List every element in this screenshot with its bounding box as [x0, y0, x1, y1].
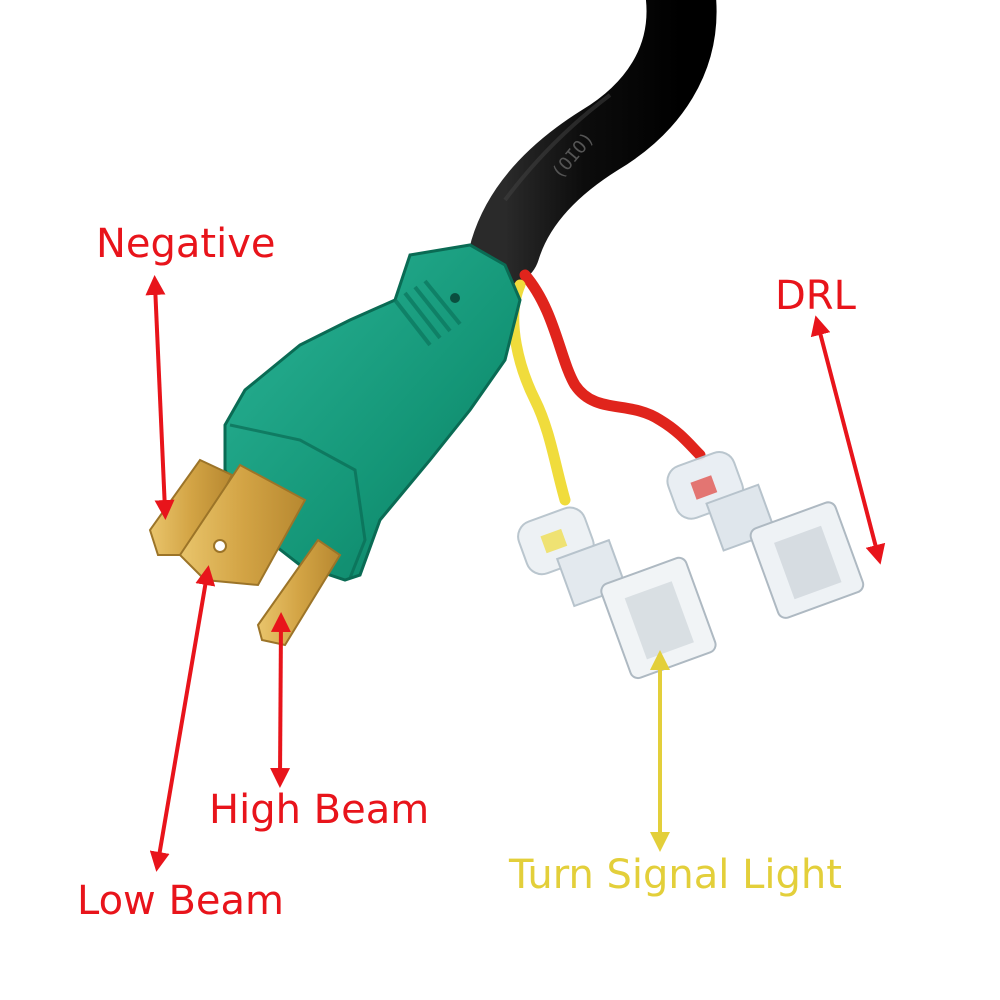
drl-arrow [810, 315, 886, 565]
low-beam-label: Low Beam [77, 878, 285, 924]
red-wire [519, 269, 706, 461]
high-beam-arrow [270, 612, 291, 788]
insulated-connector-turn-signal [517, 506, 717, 680]
high-beam-label: High Beam [209, 787, 430, 833]
low-beam-arrow [149, 565, 216, 872]
negative-arrow [145, 275, 175, 520]
turn-signal-label: Turn Signal Light [509, 852, 842, 898]
black-cable: (OIO) [470, 0, 717, 285]
blade-terminal-low-beam [178, 463, 307, 587]
negative-label: Negative [96, 221, 276, 267]
drl-label: DRL [775, 273, 856, 319]
yellow-wire [508, 279, 571, 506]
